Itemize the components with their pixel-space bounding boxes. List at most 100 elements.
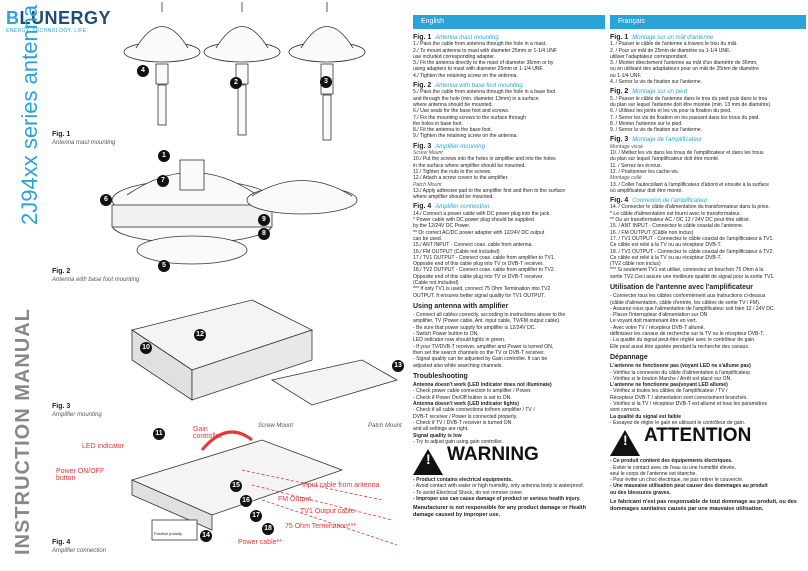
callout-power: Power ON/OFF button [56,468,105,482]
text-line: in the surface where amplifier should be… [413,162,526,169]
text-line: - Improper use can cause damage of produ… [413,496,581,502]
attention-icon: ! [610,430,640,457]
text-line: Montage vissé [610,143,643,150]
text-line: using adapters to mast with diameter 25m… [413,66,544,73]
text-line: - Ce produit contient des équipements él… [610,458,733,465]
text-line: by the 12/24V DC Power. [413,223,471,230]
text-line: 4. / Serrer la vis de fixation sur l'ant… [610,79,703,86]
step-badge-17: 17 [250,510,262,522]
attention-banner: ! ATTENTION [610,425,806,458]
fig1-antenna-mid [203,2,281,136]
fr-using-title: Utilisation de l'antenne avec l'amplific… [610,283,753,291]
text-line: - Une mauvaise utilisation peut causer d… [610,483,768,490]
step-badge-5: 5 [158,260,170,272]
text-line: Antenna doesn't work (LED indicator does… [413,382,552,389]
callout-led: LED indicator [82,443,125,450]
text-line: - Avoid contact with water or high humid… [413,483,585,490]
manual-title: INSTRUCTION MANUAL [12,308,34,555]
text-line: - Connecter tous les câbles conformément… [610,293,766,300]
text-line: 12./ Attach a screw covers to the amplif… [413,175,509,182]
text-line: 5. / Passer le câble de l'antenne dans l… [610,95,768,102]
text-line: utiliser l'adaptateur correspondant. [610,53,688,60]
text-line: Opposite end of this cable plug into TV … [413,261,544,268]
attention-word: ATTENTION [644,425,752,447]
text-line: 6. / Utilisez les joints et les vis pour… [610,108,732,115]
text-line: L'antenne ne fonctionne pas(voyant LED a… [610,382,728,389]
text-line: (Cable not included) [413,279,459,286]
step-badge-8: 8 [258,228,270,240]
text-line: 17. / TV1 OUTPUT - Connectez le câble co… [610,235,774,242]
text-line: sont corrects. [610,407,641,414]
text-line: 11. / Serrez les écrous. [610,162,662,169]
fig3-amplifier [131,299,399,406]
text-line: définissez les canaux de recherche sur l… [610,331,765,338]
text-line: 1. / Passer le câble de l'antenne à trav… [610,41,738,48]
text-line: ou des blessures graves. [610,489,671,496]
warning-banner: ! WARNING [413,444,605,477]
callout-polarity: Positive polarity [154,531,183,536]
text-line: 8. / Monter l'antenne sur le pied. [610,120,683,127]
text-line: and all settings are right. [413,426,469,433]
text-line: 10. / Mettez les vis dans les trous de l… [610,150,764,157]
text-line: Opposite end of this cable plug into TV … [413,273,544,280]
warning-word: WARNING [447,444,539,466]
text-line: ou 1-1/4 UNF. [610,72,642,79]
fig2-label: Fig. 2 [52,268,71,275]
text-line: - Pour éviter un choc électrique, ne pas… [610,477,744,484]
text-line: - Check power cable connection to amplif… [413,388,532,395]
text-line: ** Ou un transformateur AC / DC 12 / 24V… [610,217,751,224]
text-line: (TV2 câble non inclus) [610,261,661,268]
text-line: - To avoid Electrical Shock, do not remo… [413,489,524,496]
text-line: where amplifier should be mounted. [413,194,494,201]
text-line: - If your TV/DVB-T receiver, amplifier a… [413,343,554,350]
text-line: 6./ Use seals for the base foot and scre… [413,108,510,115]
text-line: 3./ Fit the antenna directly to the mast… [413,60,554,67]
text-line: du plan sur lequel l'antenne doit être m… [610,101,772,108]
text-line: * Power cable with DC power plug should … [413,217,534,224]
fig2-caption: Antenna with base foot mounting [52,277,140,283]
fig1-caption: Antenna mast mounting [52,140,116,146]
callout-powercable: Power cable** [238,539,282,546]
text-line: - Signal quality can be adjusted by Gain… [413,356,548,363]
text-line: 7. / Serrer les vis de fixation en les p… [610,114,760,121]
text-line: - Switch Power button to ON, [413,331,479,338]
text-line: Antenna doesn't work (LED indicator ligh… [413,401,519,408]
text-line: 9./ Tighten the retaining screw on the a… [413,133,518,140]
text-line: 12. / Positionner les cache-vis. [610,168,680,175]
text-line: - Check if TV / DVB-T receiver is turned… [413,419,512,426]
text-line: - La qualité du signal peut-être réglée … [610,337,756,344]
text-line: - Eviter le contact avec de l'eau ou une… [610,464,737,471]
text-line: *** If only TV1 is used, connect 75 Ohm … [413,286,551,293]
step-badge-14: 14 [200,530,212,542]
text-line: 15./ ANT INPUT - Connect coax. cable fro… [413,242,533,249]
text-line: - Essayez de régler le gain en utilisant… [610,419,746,426]
text-line: - Check if Power On/Off button is set to… [413,394,512,401]
step-badge-13: 13 [392,360,404,372]
text-line: Screw Mount [413,150,443,157]
step-badge-1: 1 [158,150,170,162]
text-line: L'antenne ne fonctionne pas (voyant LED … [610,363,751,370]
text-line: *** Si seulement TV1 est utilisé, connec… [610,267,764,274]
text-line: ou en utilisant des adaptateurs pour un … [610,66,759,73]
text-line: and through the hole (min. diameter 13mm… [413,95,539,102]
text-line: Ce câble est relié à la TV ou au récepte… [610,254,722,261]
text-line: sortie TV2.Ceci assure une meilleure qua… [610,273,775,280]
en-trouble-title: Troubleshooting [413,372,468,380]
text-line: (câble d'alimentation, câble d'entrée, l… [610,299,761,306]
step-badge-4: 4 [137,65,149,77]
callout-tv1: TV1 Output cable [300,508,355,515]
text-line: - Vérifiez si le bouton Marche / Arrêt e… [610,375,732,382]
step-badge-15: 15 [230,480,242,492]
text-line: 13. / Coller l'autocollant à l'amplifica… [610,181,769,188]
fig1-antenna-right [288,2,366,141]
text-line: Signal quality is low [413,432,462,439]
text-line: 13./ Apply adhesive pad to the amplifier… [413,187,566,194]
text-line: - Vérifiez si la TV / récepteur DVB-T es… [610,401,768,408]
text-line: OUTPUT. It ensures better signal quality… [413,292,546,299]
text-line: - Vérifiez la connexion du câble d'alime… [610,369,752,376]
